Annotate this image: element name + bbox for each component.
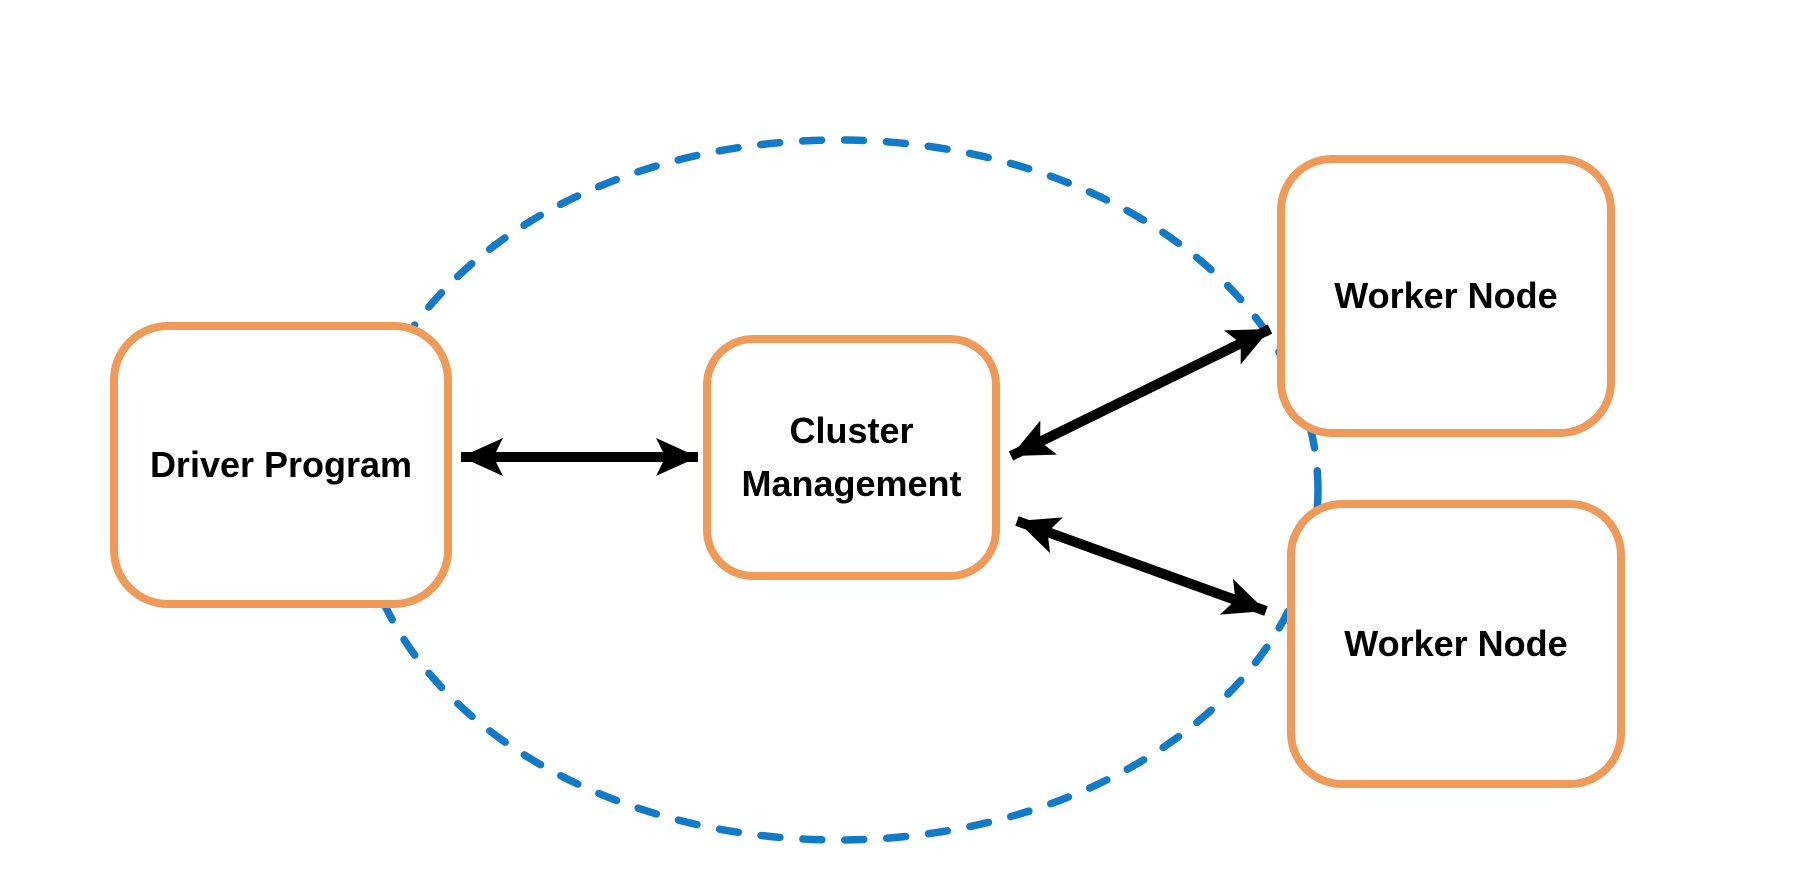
edge-cluster-worker-top <box>1008 324 1273 461</box>
node-driver-program: Driver Program <box>110 322 452 608</box>
edge-cluster-worker-bottom <box>1015 516 1268 616</box>
node-cluster-management: Cluster Management <box>703 335 1000 580</box>
node-cluster-management-label: Cluster Management <box>741 410 962 504</box>
node-worker-node-top: Worker Node <box>1277 155 1615 437</box>
node-worker-node-bottom: Worker Node <box>1287 500 1625 788</box>
node-worker-node-bottom-label: Worker Node <box>1344 622 1568 664</box>
node-driver-program-label: Driver Program <box>149 443 413 485</box>
node-worker-node-top-label: Worker Node <box>1334 274 1558 316</box>
